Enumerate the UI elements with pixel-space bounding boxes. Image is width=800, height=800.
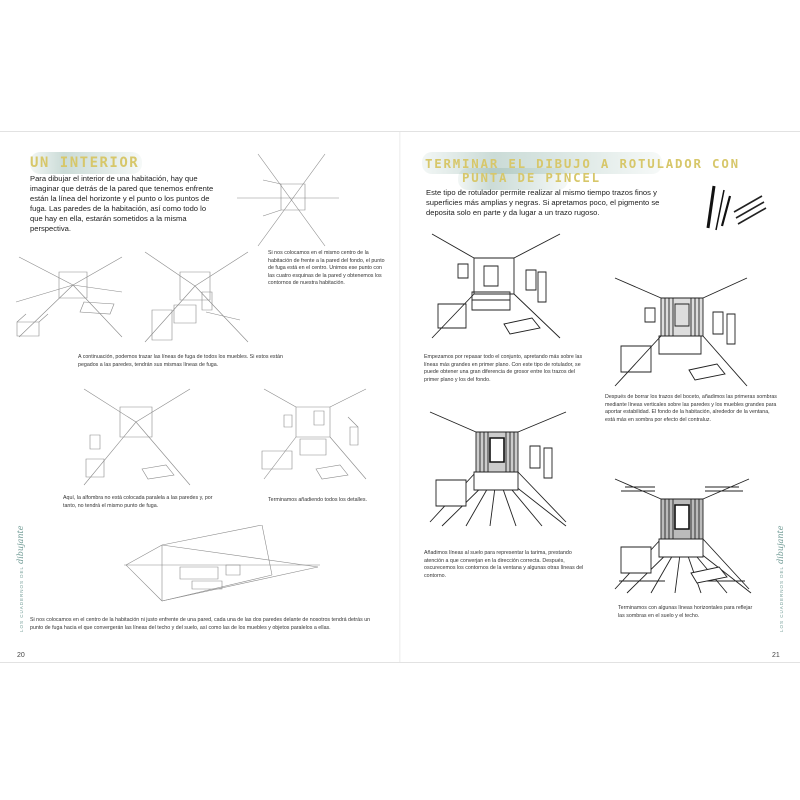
- right-intro: Este tipo de rotulador permite realizar …: [426, 188, 660, 217]
- left-page: UN INTERIOR Para dibujar el interior de …: [0, 132, 400, 662]
- ink-sketch-step-1: [422, 230, 567, 345]
- right-caption-2: Después de borrar los trazos del boceto,…: [605, 394, 777, 423]
- right-caption-1: Empezamos por repasar todo el conjunto, …: [424, 354, 583, 383]
- ink-sketch-step-2: [605, 274, 755, 392]
- left-intro: Para dibujar el interior de una habitaci…: [30, 174, 214, 233]
- right-caption-4: Terminamos con algunas líneas horizontal…: [618, 605, 753, 619]
- left-caption-4: Terminamos añadiendo todos los detalles.: [268, 497, 367, 503]
- right-heading-line-2: PUNTA DE PINCEL: [462, 170, 601, 185]
- series-text: LOS CUADERNOS DEL: [19, 566, 24, 632]
- series-script: dibujante: [776, 525, 785, 564]
- right-heading-line-1: TERMINAR EL DIBUJO A ROTULADOR CON: [425, 156, 740, 171]
- heading-brush-stroke-2: [458, 168, 568, 190]
- finished-room-sketch: [258, 387, 370, 487]
- marker-stroke-swatches: [700, 182, 770, 234]
- left-caption-1: Si nos colocamos en el mismo centro de l…: [268, 250, 385, 287]
- left-caption-5: Si nos colocamos en el centro de la habi…: [30, 617, 371, 631]
- furniture-vanishing-lines-sketch: [14, 252, 124, 347]
- furniture-vanishing-lines-sketch-2: [140, 250, 250, 348]
- left-page-number: 20: [17, 652, 25, 659]
- right-series-logo: LOS CUADERNOS DEL dibujante: [776, 526, 785, 632]
- left-series-logo: LOS CUADERNOS DEL dibujante: [16, 526, 25, 632]
- right-caption-3: Añadimos líneas al suelo para representa…: [424, 550, 584, 579]
- carpet-perspective-sketch: [82, 387, 192, 487]
- book-spread: UN INTERIOR Para dibujar el interior de …: [0, 131, 800, 663]
- series-text: LOS CUADERNOS DEL: [779, 566, 784, 632]
- left-caption-2: A continuación, podemos trazar las línea…: [78, 354, 283, 368]
- left-heading: UN INTERIOR: [30, 155, 140, 171]
- series-script: dibujante: [16, 525, 25, 564]
- ink-sketch-step-3: [422, 410, 572, 528]
- two-point-room-sketch: [122, 525, 322, 605]
- right-page: TERMINAR EL DIBUJO A ROTULADOR CON PUNTA…: [400, 132, 800, 662]
- one-point-frame-sketch: [233, 150, 343, 250]
- right-page-number: 21: [772, 652, 780, 659]
- heading-brush-stroke: [30, 152, 142, 174]
- book-gutter: [399, 132, 401, 662]
- left-caption-3: Aquí, la alfombra no está colocada paral…: [63, 495, 213, 509]
- ink-sketch-step-4: [605, 477, 755, 595]
